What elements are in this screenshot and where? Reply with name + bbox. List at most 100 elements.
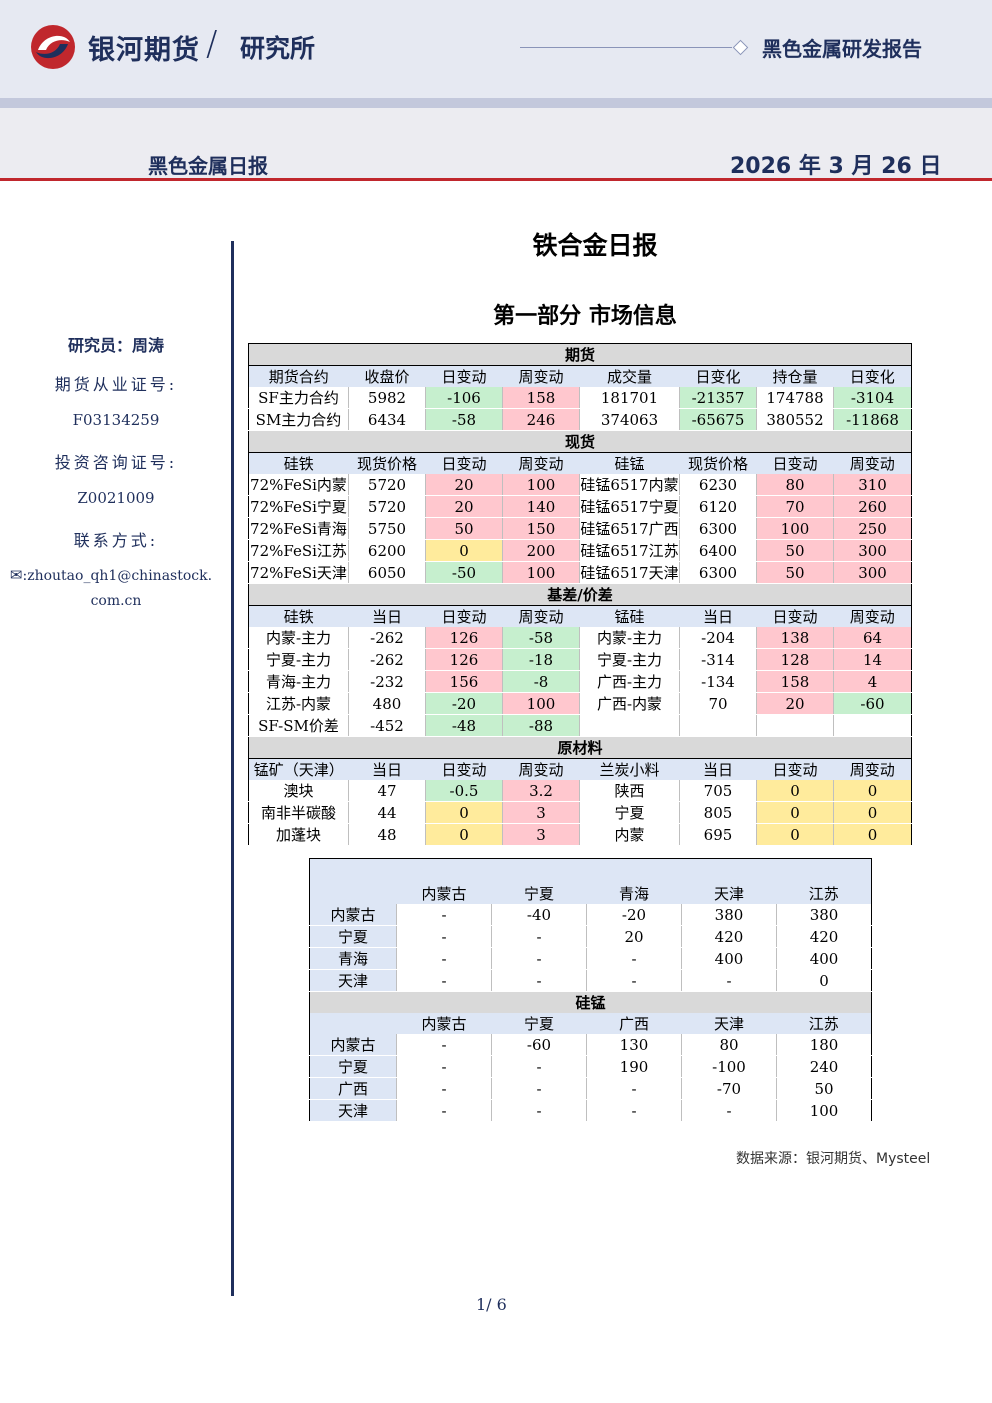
row-label: 天津 bbox=[309, 1099, 397, 1122]
row-label: 内蒙古 bbox=[309, 1034, 397, 1056]
column-header-row: 硅铁现货价格日变动周变动硅锰现货价格日变动周变动 bbox=[248, 452, 912, 474]
column-header-row: 内蒙古宁夏广西天津江苏 bbox=[309, 1013, 872, 1034]
table-cell: 内蒙 bbox=[579, 823, 680, 846]
table-cell: -11868 bbox=[832, 408, 912, 431]
table-cell: -204 bbox=[679, 627, 757, 649]
column-header: 周变动 bbox=[833, 758, 912, 780]
table-cell: - bbox=[586, 969, 682, 992]
table-cell: 3.2 bbox=[502, 780, 580, 802]
table-cell: 6120 bbox=[679, 495, 757, 518]
license-number: F03134259 bbox=[72, 411, 160, 429]
table-cell: - bbox=[396, 969, 492, 992]
column-header: 当日 bbox=[348, 605, 426, 627]
column-header: 当日 bbox=[679, 605, 757, 627]
consult-label: 投资咨询证号: bbox=[54, 453, 178, 472]
table-cell: 0 bbox=[832, 823, 912, 846]
column-header: 兰炭小料 bbox=[579, 758, 680, 780]
column-header: 江苏 bbox=[776, 883, 872, 904]
column-header: 锰硅 bbox=[579, 605, 680, 627]
column-header bbox=[309, 1013, 397, 1034]
column-header: 日变动 bbox=[756, 758, 834, 780]
table-cell: 138 bbox=[756, 627, 834, 649]
table-cell: - bbox=[491, 969, 587, 992]
table-cell: 250 bbox=[832, 517, 912, 540]
data-source: 数据来源：银河期货、Mysteel bbox=[736, 1151, 931, 1167]
table-row: 天津----100 bbox=[309, 1099, 872, 1122]
table-cell: -58 bbox=[425, 408, 503, 431]
table-cell: 100 bbox=[502, 692, 580, 715]
table-cell: - bbox=[681, 1099, 777, 1122]
table-cell: 72%FeSi江苏 bbox=[248, 539, 349, 562]
table-cell: - bbox=[396, 925, 492, 948]
table-cell: -232 bbox=[348, 670, 426, 693]
column-header: 硅锰 bbox=[579, 452, 680, 474]
table-cell: 14 bbox=[832, 648, 912, 671]
table-cell: -20 bbox=[586, 904, 682, 926]
header-red-rule bbox=[0, 178, 992, 181]
section-header-row: 硅锰 bbox=[309, 991, 872, 1013]
section-header: 硅锰 bbox=[309, 991, 872, 1013]
column-header: 日变动 bbox=[425, 365, 503, 387]
table-cell: 4 bbox=[832, 670, 912, 693]
table-cell: 260 bbox=[832, 495, 912, 518]
column-header: 宁夏 bbox=[491, 883, 587, 904]
table-cell: 20 bbox=[425, 474, 503, 496]
column-header: 日变动 bbox=[756, 452, 834, 474]
table-cell: 380 bbox=[681, 904, 777, 926]
report-series-title: 黑色金属日报 bbox=[148, 154, 268, 178]
table-cell: 硅锰6517天津 bbox=[579, 561, 680, 584]
column-header: 日变动 bbox=[425, 452, 503, 474]
row-label: 宁夏 bbox=[309, 1055, 397, 1078]
table-cell: 0 bbox=[775, 969, 872, 992]
table-cell: 硅锰6517内蒙 bbox=[579, 474, 680, 496]
page-number: 1/ 6 bbox=[476, 1295, 507, 1314]
table-cell: 内蒙-主力 bbox=[248, 627, 349, 649]
table-cell: 174788 bbox=[756, 387, 834, 409]
table-cell: -70 bbox=[681, 1077, 777, 1100]
table-cell: 805 bbox=[679, 801, 757, 824]
table-cell: 72%FeSi青海 bbox=[248, 517, 349, 540]
table-cell: -0.5 bbox=[425, 780, 503, 802]
table-cell: 64 bbox=[832, 627, 912, 649]
table-cell: 5720 bbox=[348, 474, 426, 496]
column-header: 当日 bbox=[348, 758, 426, 780]
table-cell: 广西-内蒙 bbox=[579, 692, 680, 715]
column-header: 锰矿（天津） bbox=[248, 758, 349, 780]
table-cell: 128 bbox=[756, 648, 834, 671]
contact-email[interactable]: ✉:zhoutao_qh1@chinastock. bbox=[0, 566, 222, 584]
table-cell: - bbox=[586, 1077, 682, 1100]
table-cell: 100 bbox=[775, 1099, 872, 1122]
row-label: 宁夏 bbox=[309, 925, 397, 948]
column-header bbox=[309, 883, 397, 904]
row-label: 天津 bbox=[309, 969, 397, 992]
table-cell: 50 bbox=[756, 561, 834, 584]
table-cell: 3 bbox=[502, 801, 580, 824]
table-cell: 澳块 bbox=[248, 780, 349, 802]
table-cell: - bbox=[491, 925, 587, 948]
column-header: 天津 bbox=[681, 883, 777, 904]
table-cell: -88 bbox=[502, 714, 580, 737]
column-header: 现货价格 bbox=[679, 452, 757, 474]
table-cell: - bbox=[681, 969, 777, 992]
table-cell: 480 bbox=[348, 692, 426, 715]
table-cell: 0 bbox=[832, 801, 912, 824]
row-label: 内蒙古 bbox=[309, 904, 397, 926]
blank-header-row bbox=[309, 858, 872, 883]
section-title: 第一部分 市场信息 bbox=[493, 304, 677, 329]
section-header: 期货 bbox=[248, 343, 912, 366]
table-cell: 6300 bbox=[679, 517, 757, 540]
column-header-row: 锰矿（天津）当日日变动周变动兰炭小料当日日变动周变动 bbox=[248, 758, 912, 780]
table-cell: 0 bbox=[425, 801, 503, 824]
section-header-row: 期货 bbox=[248, 343, 912, 366]
table-cell: 705 bbox=[679, 780, 757, 802]
table-cell: 420 bbox=[775, 925, 872, 948]
table-cell: 0 bbox=[756, 780, 834, 802]
table-cell: 20 bbox=[425, 495, 503, 518]
